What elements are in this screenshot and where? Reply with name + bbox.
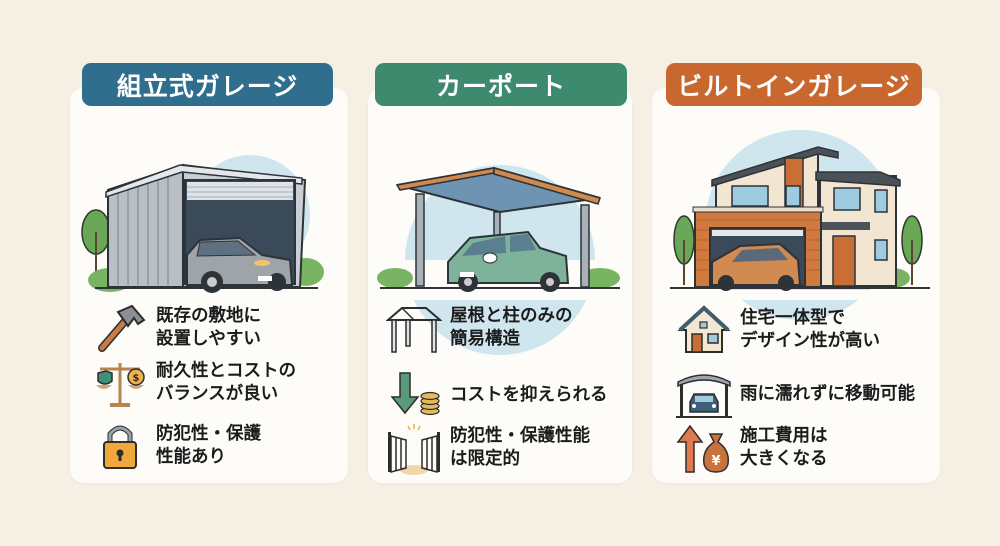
feature-item: $ 耐久性とコストの バランスが良い: [92, 355, 296, 411]
covered-car-icon: [676, 374, 732, 418]
balance-scale-icon: $: [96, 363, 145, 407]
feature-item: 雨に濡れずに移動可能: [676, 366, 915, 422]
feature-item: 既存の敷地に 設置しやすい: [92, 300, 261, 356]
feature-item: コストを抑えられる: [386, 367, 608, 423]
padlock-icon: [103, 425, 137, 469]
card-title-built-in-garage: ビルトインガレージ: [666, 63, 922, 106]
svg-text:$: $: [133, 373, 140, 384]
up-arrow-money-bag-icon: ¥: [676, 424, 730, 473]
carport-frame-icon: [386, 307, 442, 353]
feature-item: 防犯性・保護 性能あり: [92, 418, 261, 474]
svg-text:¥: ¥: [711, 454, 720, 469]
down-arrow-coins-icon: [390, 372, 440, 416]
feature-item: 住宅一体型で デザイン性が高い: [676, 302, 880, 358]
hammer-icon: [98, 304, 146, 352]
open-gate-icon: [388, 424, 440, 475]
feature-item: ¥ 施工費用は 大きくなる: [676, 420, 828, 476]
feature-item: 屋根と柱のみの 簡易構造: [386, 300, 573, 356]
card-title-carport: カーポート: [375, 63, 627, 106]
feature-item: 防犯性・保護性能 は限定的: [386, 420, 590, 476]
house-icon: [677, 305, 731, 353]
card-title-prefab-garage: 組立式ガレージ: [82, 63, 333, 106]
